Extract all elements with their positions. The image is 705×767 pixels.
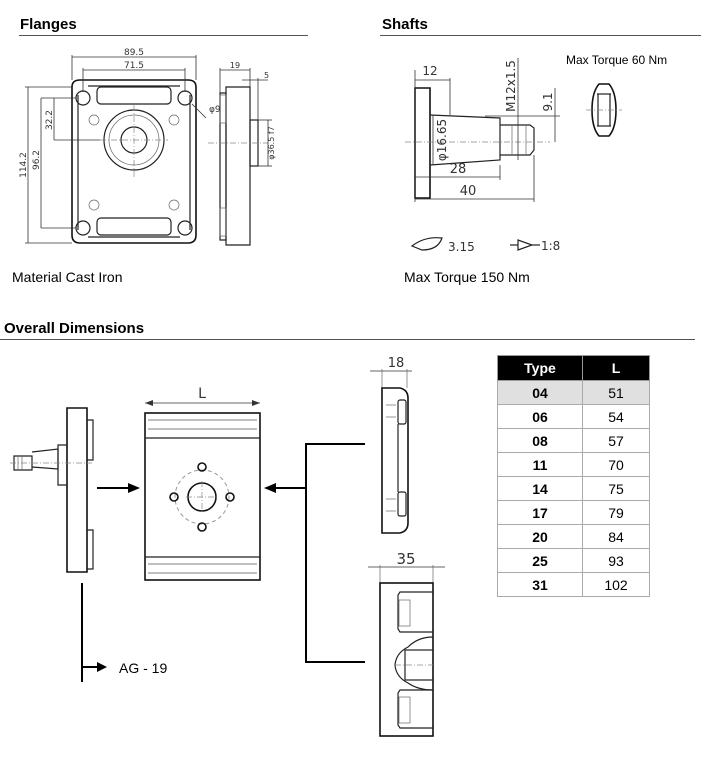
dim-center-offset: 32.2 <box>45 110 55 130</box>
ported-cover-width-label: 35 <box>396 550 415 568</box>
dim-thread-offset: 9.1 <box>541 92 555 111</box>
overall-dimensions-title: Overall Dimensions <box>4 320 145 337</box>
cell-length: 93 <box>582 548 650 573</box>
cell-length: 51 <box>582 380 650 405</box>
header-type: Type <box>497 355 583 381</box>
dim-collar-length: 12 <box>422 64 437 78</box>
body-length-label: L <box>198 386 206 402</box>
dim-taper-ratio: 1:8 <box>541 239 560 253</box>
dim-hole-diameter: φ9 <box>209 105 221 115</box>
shaft-nut-view <box>586 83 622 137</box>
flanges-material-caption: Material Cast Iron <box>12 269 123 285</box>
flange-ref-label: AG - 19 <box>119 660 168 676</box>
cell-type: 06 <box>497 404 583 429</box>
cover-connector-line <box>305 443 365 663</box>
dim-surface-finish: 3.15 <box>448 240 475 254</box>
front-flange-view <box>10 407 94 573</box>
flange-front-view <box>71 79 197 244</box>
overall-assembly-drawing: L 18 35 <box>10 356 445 737</box>
cell-type: 08 <box>497 428 583 453</box>
cell-type: 25 <box>497 548 583 573</box>
cell-length: 57 <box>582 428 650 453</box>
cell-length: 75 <box>582 476 650 501</box>
dim-thickness: 19 <box>230 61 240 70</box>
cell-type: 17 <box>497 500 583 525</box>
cell-length: 84 <box>582 524 650 549</box>
shaft-top-torque-caption: Max Torque 60 Nm <box>566 53 668 67</box>
shafts-torque-caption: Max Torque 150 Nm <box>404 269 530 285</box>
pump-body-view <box>144 400 261 581</box>
shafts-title: Shafts <box>382 16 428 33</box>
cell-length: 102 <box>582 572 650 597</box>
cell-length: 79 <box>582 500 650 525</box>
cell-length: 70 <box>582 452 650 477</box>
dim-thread: M12x1.5 <box>504 60 518 112</box>
arrow-right-icon <box>128 483 140 493</box>
flange-ref-arrow-icon <box>97 662 107 672</box>
surface-finish-icon <box>410 237 443 251</box>
flanges-divider <box>19 35 308 36</box>
flanges-title: Flanges <box>20 16 77 33</box>
dim-spigot-depth: 5 <box>264 71 269 80</box>
shafts-divider <box>380 35 701 36</box>
cell-length: 54 <box>582 404 650 429</box>
rear-cover-view <box>370 369 412 534</box>
arrow-left-icon <box>264 483 276 493</box>
cell-type: 14 <box>497 476 583 501</box>
flange-drawing: 89.5 71.5 114.2 96.2 32.2 φ9 19 5 φ36.5 … <box>19 48 276 246</box>
shaft-drawing: 12 φ16.65 M12x1.5 9.1 28 40 3.15 1:8 <box>405 58 622 254</box>
dim-height-overall: 114.2 <box>19 152 29 178</box>
dim-bolt-spacing: 71.5 <box>124 61 144 71</box>
dim-taper-length: 28 <box>450 162 467 177</box>
taper-symbol-icon <box>510 239 540 251</box>
rear-cover-width-label: 18 <box>388 356 405 371</box>
ported-rear-cover-view <box>368 565 445 737</box>
dim-overall-width: 89.5 <box>124 48 144 58</box>
flange-side-view <box>208 68 272 246</box>
overall-divider <box>0 339 695 340</box>
table-header-row: Type L <box>497 355 650 381</box>
dim-shaft-diameter: φ16.65 <box>435 119 449 161</box>
header-length: L <box>582 355 650 381</box>
cell-type: 04 <box>497 380 583 405</box>
dim-spigot-diameter: φ36.5 f7 <box>267 126 276 160</box>
dim-height-bolt: 96.2 <box>32 150 42 170</box>
dim-total-length: 40 <box>460 184 477 199</box>
shaft-profile <box>405 58 560 202</box>
cell-type: 31 <box>497 572 583 597</box>
cell-type: 20 <box>497 524 583 549</box>
cell-type: 11 <box>497 452 583 477</box>
flange-dimensions <box>25 55 207 244</box>
